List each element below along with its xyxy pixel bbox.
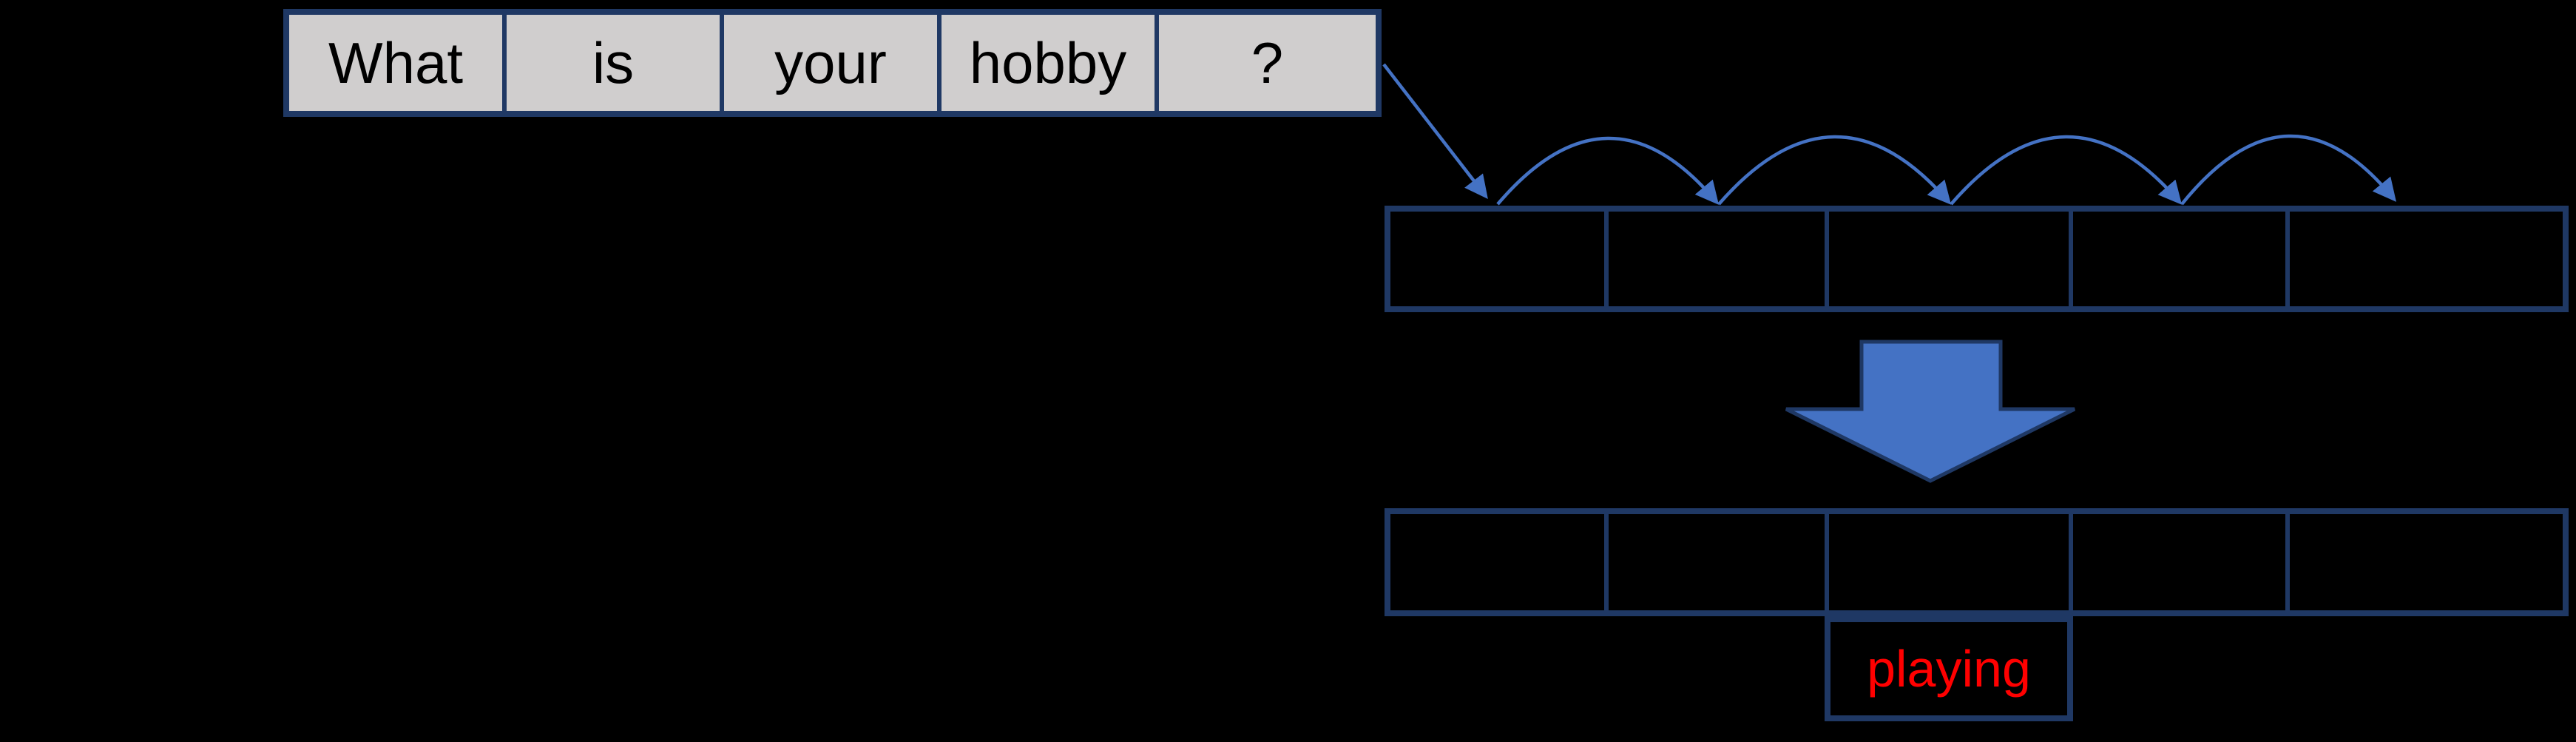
hop-arc-arrow-icon [1950, 135, 2183, 206]
token-label: ? [1251, 30, 1284, 95]
block-down-arrow-icon [1785, 340, 2076, 483]
hidden-cell [2073, 212, 2290, 306]
predicted-word-label: playing [1867, 640, 2031, 698]
predicted-word-box: playing [1825, 616, 2073, 721]
input-token-row: What is your hobby ? [283, 9, 1382, 117]
hidden-cell [1609, 514, 1829, 610]
hop-arc-arrow-icon [2180, 134, 2396, 206]
hidden-cell [1829, 514, 2073, 610]
token-label: your [774, 30, 887, 95]
hidden-cell [1829, 212, 2073, 306]
hidden-cell [1390, 212, 1609, 306]
hidden-cell [2073, 514, 2290, 610]
token-label: is [592, 30, 635, 95]
hidden-state-row-top [1385, 206, 2569, 312]
token-cell: ? [1159, 15, 1376, 111]
hidden-state-row-bottom [1385, 508, 2569, 616]
input-to-hidden-arrow-icon [1382, 63, 1488, 199]
token-label: What [328, 30, 464, 95]
token-cell: your [724, 15, 942, 111]
hidden-cell [1390, 514, 1609, 610]
token-cell: What [289, 15, 507, 111]
token-cell: is [507, 15, 724, 111]
token-cell: hobby [942, 15, 1159, 111]
hidden-cell [2290, 514, 2563, 610]
hop-arc-arrow-icon [1717, 135, 1952, 206]
hidden-cell [2290, 212, 2563, 306]
hop-arc-arrow-icon [1496, 136, 1720, 206]
token-label: hobby [969, 30, 1127, 95]
hidden-cell [1609, 212, 1829, 306]
